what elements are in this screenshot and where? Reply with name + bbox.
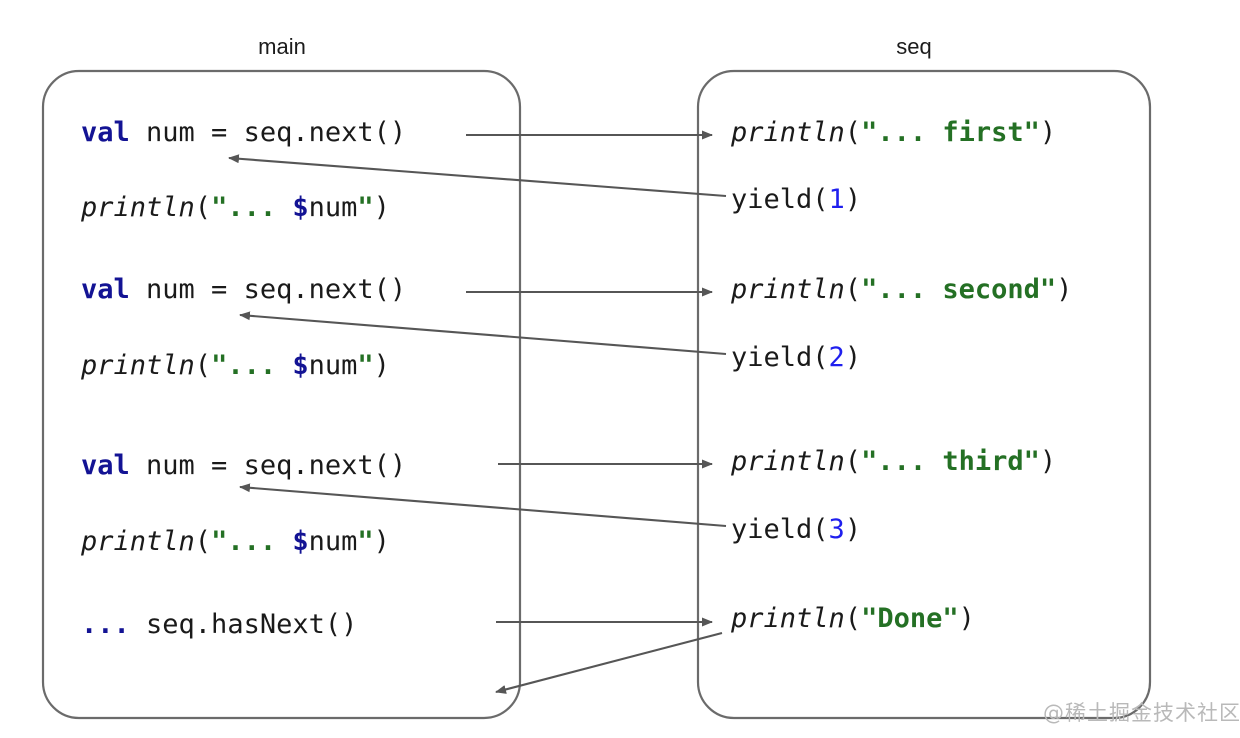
main-line-4-token-3: $: [292, 350, 309, 381]
seq-line-4-token-0: yield(: [731, 342, 829, 373]
return-arrow-1: [228, 154, 727, 198]
seq-line-7: println("Done"): [731, 605, 975, 632]
return-arrow-2: [239, 311, 727, 356]
seq-line-3-token-2: "... second": [861, 274, 1057, 305]
main-line-6-token-5: ": [357, 526, 374, 557]
main-line-2-token-5: ": [357, 192, 374, 223]
main-line-4-token-2: "...: [211, 350, 293, 381]
site-watermark: @稀土掘金技术社区: [1043, 701, 1240, 725]
main-line-6-token-6: ): [373, 526, 390, 557]
main-lane-title: main: [258, 34, 306, 59]
main-line-2-token-2: "...: [211, 192, 293, 223]
main-line-3-token-1: num = seq.next(): [129, 274, 407, 305]
seq-line-6-token-1: 3: [828, 514, 845, 545]
main-line-4-token-6: ): [373, 350, 390, 381]
seq-line-3: println("... second"): [731, 276, 1072, 303]
main-line-6-token-4: num: [308, 526, 358, 557]
main-line-7-token-1: seq.hasNext(): [129, 609, 358, 640]
main-line-4-token-0: println: [81, 350, 195, 381]
return-arrow-4: [495, 631, 723, 694]
seq-line-7-token-3: ): [958, 603, 975, 634]
seq-line-2-token-2: ): [844, 184, 862, 215]
main-line-1-token-0: val: [81, 117, 130, 148]
main-line-1: val num = seq.next(): [81, 119, 406, 146]
seq-lane-box: [696, 69, 1152, 720]
main-line-5: val num = seq.next(): [81, 452, 406, 479]
seq-line-3-token-0: println: [731, 274, 845, 305]
seq-line-5-token-0: println: [731, 446, 845, 477]
main-line-3: val num = seq.next(): [81, 276, 406, 303]
main-line-4-token-1: (: [194, 350, 212, 381]
main-line-6-token-1: (: [194, 526, 212, 557]
seq-line-6-token-0: yield(: [731, 514, 829, 545]
main-line-7-token-0: ...: [81, 609, 130, 640]
main-line-6: println("... $num"): [81, 528, 390, 555]
main-line-4-token-4: num: [308, 350, 358, 381]
seq-line-5-token-3: ): [1039, 446, 1057, 477]
main-line-2-token-0: println: [81, 192, 195, 223]
seq-line-6: yield(3): [731, 516, 861, 543]
seq-line-2: yield(1): [731, 186, 861, 213]
main-line-6-token-2: "...: [211, 526, 293, 557]
seq-line-3-token-1: (: [844, 274, 862, 305]
seq-line-1-token-1: (: [844, 117, 862, 148]
seq-line-1: println("... first"): [731, 119, 1056, 146]
seq-line-1-token-0: println: [731, 117, 845, 148]
main-lane-box: [41, 69, 522, 720]
seq-line-5: println("... third"): [731, 448, 1056, 475]
seq-line-4-token-1: 2: [828, 342, 845, 373]
seq-line-5-token-2: "... third": [861, 446, 1040, 477]
seq-line-3-token-3: ): [1056, 274, 1073, 305]
seq-line-1-token-3: ): [1039, 117, 1057, 148]
seq-line-2-token-1: 1: [828, 184, 845, 215]
seq-line-1-token-2: "... first": [861, 117, 1040, 148]
seq-line-4-token-2: ): [844, 342, 862, 373]
seq-line-5-token-1: (: [844, 446, 862, 477]
main-line-6-token-0: println: [81, 526, 195, 557]
seq-lane-title: seq: [896, 34, 932, 59]
main-line-2-token-3: $: [292, 192, 309, 223]
main-line-3-token-0: val: [81, 274, 130, 305]
seq-line-7-token-1: (: [844, 603, 862, 634]
return-arrow-3: [239, 483, 727, 528]
main-line-5-token-0: val: [81, 450, 130, 481]
seq-line-7-token-2: "Done": [861, 603, 959, 634]
main-line-6-token-3: $: [292, 526, 309, 557]
seq-line-6-token-2: ): [844, 514, 862, 545]
main-line-5-token-1: num = seq.next(): [129, 450, 407, 481]
main-line-2-token-4: num: [308, 192, 358, 223]
main-line-4-token-5: ": [357, 350, 374, 381]
main-line-2-token-6: ): [373, 192, 390, 223]
main-line-7: ... seq.hasNext(): [81, 611, 357, 638]
main-line-1-token-1: num = seq.next(): [129, 117, 407, 148]
main-line-2: println("... $num"): [81, 194, 390, 221]
seq-line-2-token-0: yield(: [731, 184, 829, 215]
main-line-4: println("... $num"): [81, 352, 390, 379]
seq-line-7-token-0: println: [731, 603, 845, 634]
seq-line-4: yield(2): [731, 344, 861, 371]
main-line-2-token-1: (: [194, 192, 212, 223]
